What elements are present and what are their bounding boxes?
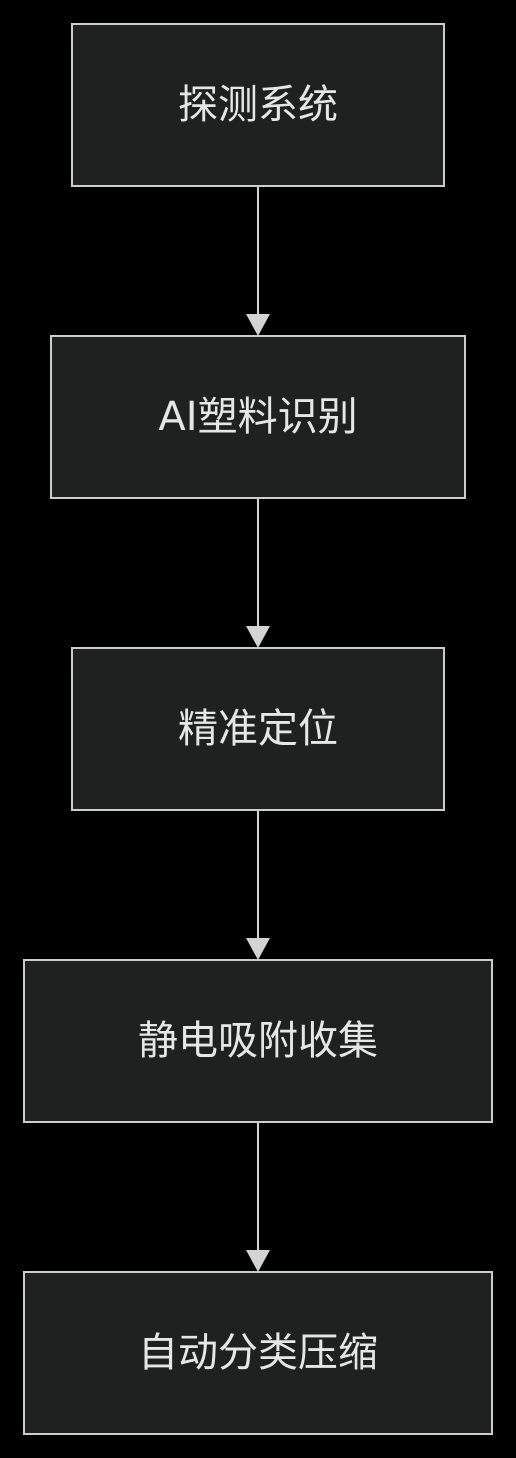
edge-detect-ai bbox=[246, 186, 270, 336]
node-sort: 自动分类压缩 bbox=[23, 1271, 493, 1435]
node-label-ai: AI塑料识别 bbox=[158, 394, 357, 440]
node-label-sort: 自动分类压缩 bbox=[138, 1330, 378, 1376]
node-locate: 精准定位 bbox=[71, 647, 445, 811]
node-detect: 探测系统 bbox=[71, 23, 445, 187]
edge-ai-locate bbox=[246, 498, 270, 648]
arrow-head-icon bbox=[246, 314, 270, 336]
node-box-collect bbox=[23, 959, 493, 1123]
node-collect: 静电吸附收集 bbox=[23, 959, 493, 1123]
edges-layer bbox=[246, 186, 270, 1272]
node-box-ai bbox=[50, 335, 466, 499]
edge-locate-collect bbox=[246, 810, 270, 960]
node-box-locate bbox=[71, 647, 445, 811]
node-box-sort bbox=[23, 1271, 493, 1435]
node-label-collect: 静电吸附收集 bbox=[138, 1018, 378, 1064]
node-label-locate: 精准定位 bbox=[178, 706, 338, 752]
node-label-detect: 探测系统 bbox=[178, 82, 338, 128]
arrow-head-icon bbox=[246, 1250, 270, 1272]
node-box-detect bbox=[71, 23, 445, 187]
arrow-head-icon bbox=[246, 938, 270, 960]
arrow-head-icon bbox=[246, 626, 270, 648]
node-ai: AI塑料识别 bbox=[50, 335, 466, 499]
edge-collect-sort bbox=[246, 1122, 270, 1272]
